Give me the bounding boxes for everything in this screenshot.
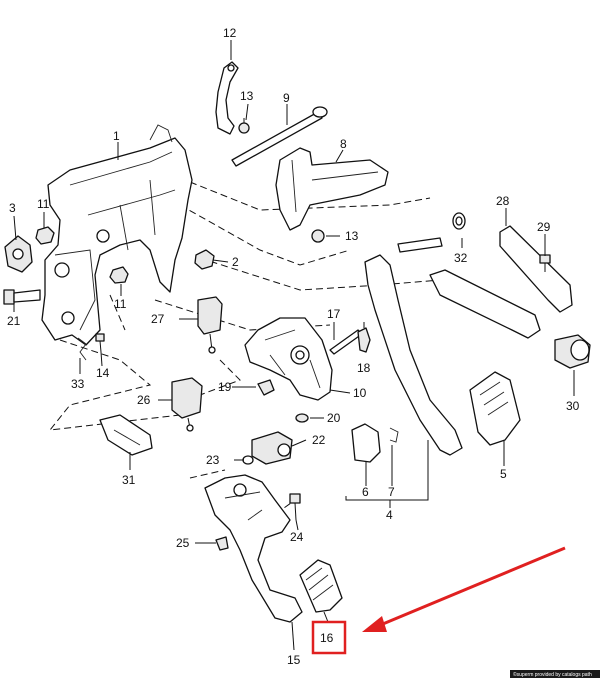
label-part-25: 25 <box>176 536 190 550</box>
label-part-20: 20 <box>327 411 341 425</box>
highlight-box <box>311 620 347 655</box>
label-part-26: 26 <box>137 393 151 407</box>
label-part-33: 33 <box>71 377 85 391</box>
label-part-31: 31 <box>122 473 136 487</box>
label-part-4: 4 <box>386 508 393 522</box>
label-part-27: 27 <box>151 312 165 326</box>
label-part-16: 16 <box>320 631 334 645</box>
label-part-21: 21 <box>7 314 21 328</box>
label-part-14: 14 <box>96 366 110 380</box>
spring-part-6 <box>351 423 381 463</box>
label-part-22: 22 <box>312 433 326 447</box>
label-part-10: 10 <box>353 386 367 400</box>
highlight-arrow <box>377 546 566 628</box>
label-part-28: 28 <box>496 194 510 208</box>
label-part-13a: 13 <box>240 89 254 103</box>
highlight-callout <box>311 546 566 655</box>
label-part-9: 9 <box>283 91 290 105</box>
nut-part-20 <box>295 413 309 423</box>
sensor-part-27 <box>197 296 223 354</box>
switch-part-26 <box>171 377 203 432</box>
label-part-11b: 11 <box>114 297 127 311</box>
pin-part-7 <box>389 427 399 443</box>
label-part-30: 30 <box>566 399 580 413</box>
label-part-24: 24 <box>290 530 304 544</box>
footer-watermark: ©superm provided by catalogs path <box>510 670 600 678</box>
label-part-5: 5 <box>500 467 507 481</box>
clip-part-18 <box>357 327 371 353</box>
switch-part-22 <box>251 431 293 465</box>
bolt-part-21 <box>3 289 41 305</box>
bolt-part-13-upper <box>238 118 250 134</box>
label-part-15: 15 <box>287 653 301 667</box>
bracket-part-31 <box>99 414 153 456</box>
nut-part-11 <box>35 226 129 284</box>
label-part-32: 32 <box>454 251 468 265</box>
highlight-arrow-head <box>362 616 387 632</box>
leader-lines <box>13 40 575 651</box>
label-part-1: 1 <box>113 129 120 143</box>
clip-part-19 <box>257 379 275 396</box>
actuator-part-30 <box>429 269 591 369</box>
label-part-7: 7 <box>388 485 395 499</box>
accelerator-pedal-assembly <box>364 237 463 456</box>
pedal-bracket-part-1 <box>41 124 193 346</box>
lever-part-12 <box>215 61 239 135</box>
rail-part-28 <box>499 225 573 313</box>
label-part-23: 23 <box>206 453 220 467</box>
clip-part-3 <box>4 235 33 273</box>
bracket-part-8 <box>275 147 389 231</box>
screw-part-14 <box>95 333 105 353</box>
label-part-12: 12 <box>223 26 237 40</box>
bolt-part-24 <box>289 493 301 521</box>
label-part-13b: 13 <box>345 229 359 243</box>
label-part-3: 3 <box>9 201 16 215</box>
label-part-29: 29 <box>537 220 551 234</box>
washer-part-32 <box>452 212 466 230</box>
part-number-labels: 1 2 3 4 5 6 7 8 9 10 11 11 12 13 13 14 1… <box>7 26 580 667</box>
label-part-17: 17 <box>327 307 341 321</box>
label-part-6: 6 <box>362 485 369 499</box>
label-part-18: 18 <box>357 361 371 375</box>
footer-text: ©superm provided by catalogs path <box>513 671 592 678</box>
label-part-19: 19 <box>218 380 232 394</box>
bolt-part-13-lower <box>311 229 325 243</box>
clutch-mechanism-part-10 <box>244 317 333 401</box>
pedal-pad-part-5 <box>469 371 521 446</box>
label-part-8: 8 <box>340 137 347 151</box>
brake-pedal-pad-part-16 <box>299 559 343 613</box>
label-part-2: 2 <box>232 255 239 269</box>
clip-part-33 <box>77 337 87 361</box>
label-part-11a: 11 <box>37 197 50 211</box>
clip-part-23 <box>242 455 254 465</box>
clip-part-25 <box>215 536 229 551</box>
pin-part-17 <box>329 329 363 355</box>
brake-pedal-part-15 <box>204 474 303 623</box>
nut-part-2 <box>194 249 215 270</box>
shaft-part-9 <box>231 106 328 167</box>
